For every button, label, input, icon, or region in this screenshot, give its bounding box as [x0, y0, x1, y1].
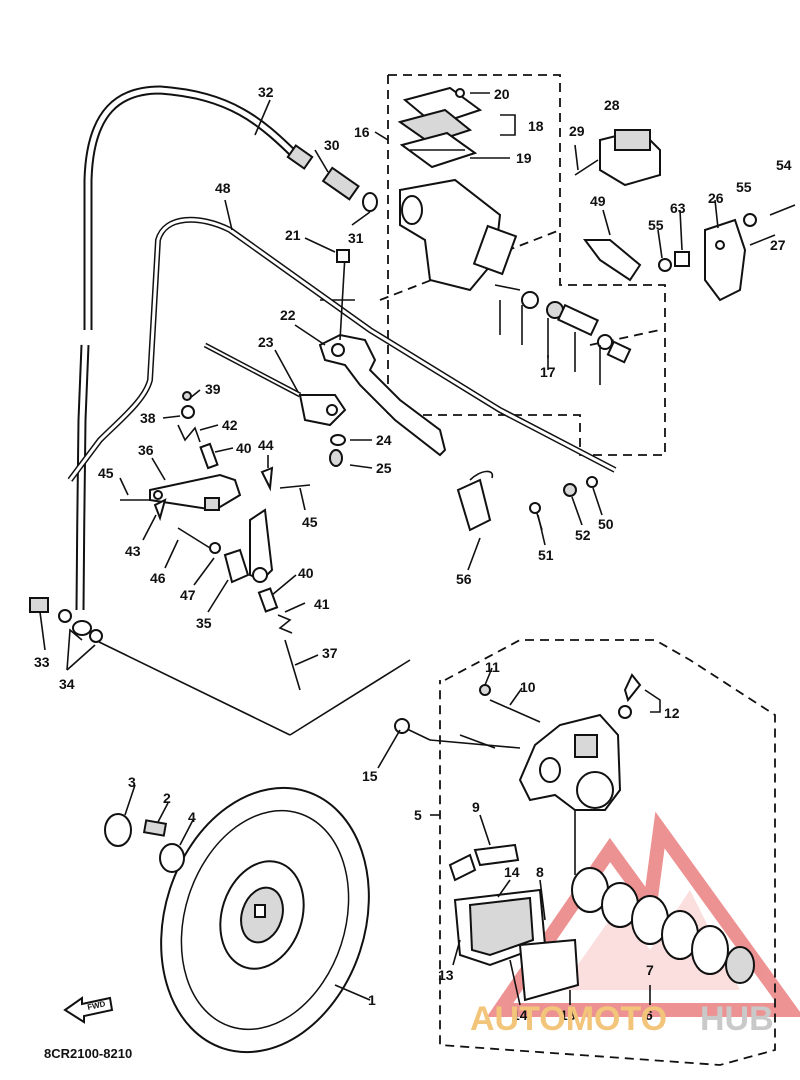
callout-44: 44 [258, 437, 274, 453]
callout-63: 63 [670, 200, 686, 216]
disc-small-parts [104, 813, 185, 873]
callout-20: 20 [494, 86, 510, 102]
callout-6: 6 [645, 1007, 653, 1023]
brake-pads [448, 843, 580, 1002]
callout-8: 8 [536, 864, 544, 880]
callout-25: 25 [376, 460, 392, 476]
brake-lever [318, 249, 447, 457]
union-bolt-parts [321, 166, 378, 212]
brake-disc [160, 786, 370, 1054]
callout-45-right: 45 [302, 514, 318, 530]
callout-5: 5 [414, 807, 422, 823]
callout-34: 34 [59, 676, 75, 692]
reservoir-cap-parts [397, 86, 483, 169]
callout-48: 48 [215, 180, 231, 196]
callout-40-top: 40 [236, 440, 252, 456]
callout-27: 27 [770, 237, 786, 253]
callout-37: 37 [322, 645, 338, 661]
callout-11: 11 [485, 659, 500, 675]
brake-linkage-parts [120, 391, 311, 691]
callout-3: 3 [128, 774, 136, 790]
callout-56: 56 [456, 571, 472, 587]
callout-54: 54 [776, 157, 792, 173]
callout-2: 2 [163, 790, 171, 806]
callout-15: 15 [362, 768, 378, 784]
bracket-parts [456, 470, 598, 532]
watermark-text: AUTOMOTO HUB [470, 1000, 774, 1038]
callout-30: 30 [324, 137, 340, 153]
callout-21: 21 [285, 227, 301, 243]
callout-55-right: 55 [736, 179, 752, 195]
watermark-text-b: HUB [700, 1000, 774, 1038]
callout-52: 52 [575, 527, 591, 543]
callout-9: 9 [472, 799, 480, 815]
lever-holder-parts [298, 394, 347, 467]
brake-switch-parts [574, 128, 796, 302]
caliper-assembly-box [439, 639, 776, 1066]
callout-18: 18 [528, 118, 544, 134]
callout-7: 7 [646, 962, 654, 978]
hose-fittings [29, 597, 103, 643]
brake-line-48 [67, 216, 617, 482]
callout-41: 41 [314, 596, 330, 612]
callout-1: 1 [368, 992, 376, 1008]
master-cylinder-assembly-box [387, 74, 666, 456]
callout-19: 19 [516, 150, 532, 166]
callout-47: 47 [180, 587, 196, 603]
callout-17: 17 [540, 364, 556, 380]
callout-labels: 32 30 31 16 20 18 19 29 28 54 55 49 63 2… [34, 84, 792, 1023]
master-cylinder-body [399, 178, 518, 292]
callout-28: 28 [604, 97, 620, 113]
callout-38: 38 [140, 410, 156, 426]
callout-33: 33 [34, 654, 50, 670]
watermark-text-a: AUTOMOTO [470, 1000, 667, 1038]
caliper-body [394, 673, 642, 811]
callout-50: 50 [598, 516, 614, 532]
callout-42: 42 [222, 417, 238, 433]
callout-29: 29 [569, 123, 585, 139]
callout-51: 51 [538, 547, 554, 563]
callout-leaders [39, 92, 719, 1006]
fwd-arrow-icon [63, 996, 114, 1024]
callout-46: 46 [150, 570, 166, 586]
callout-14-top: 14 [504, 864, 520, 880]
callout-22: 22 [280, 307, 296, 323]
cable-23 [203, 342, 302, 398]
callout-13-left: 13 [438, 967, 454, 983]
callout-39: 39 [205, 381, 221, 397]
callout-45-left: 45 [98, 465, 114, 481]
piston-seals [571, 867, 755, 984]
callout-32: 32 [258, 84, 274, 100]
diagram-code: 8CR2100-8210 [44, 1046, 132, 1061]
callout-24: 24 [376, 432, 392, 448]
callout-40-bottom: 40 [298, 565, 314, 581]
brake-hose [75, 85, 314, 611]
callout-23: 23 [258, 334, 274, 350]
callout-10: 10 [520, 679, 536, 695]
piston-kit-parts [494, 284, 632, 385]
callout-55-left: 55 [648, 217, 664, 233]
callout-26-top: 26 [708, 190, 724, 206]
callout-49: 49 [590, 193, 606, 209]
callout-16: 16 [354, 124, 370, 140]
callout-12: 12 [664, 705, 680, 721]
callout-14-bottom: 14 [512, 1007, 528, 1023]
callout-31: 31 [348, 230, 364, 246]
fwd-label: FWD [87, 999, 107, 1012]
callout-13-bottom: 13 [560, 1007, 576, 1023]
callout-43: 43 [125, 543, 141, 559]
callout-36: 36 [138, 442, 154, 458]
callout-35: 35 [196, 615, 212, 631]
callout-4: 4 [188, 809, 196, 825]
